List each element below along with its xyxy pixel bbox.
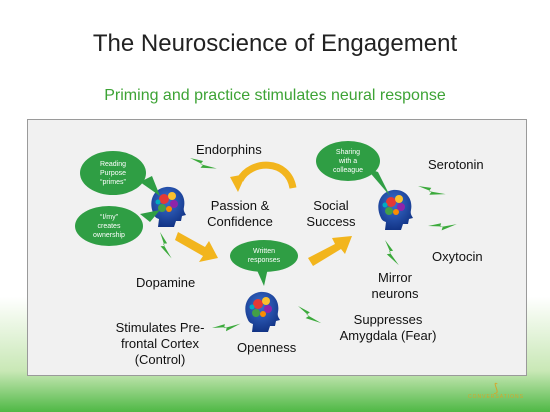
bubble-line: with a xyxy=(338,157,358,165)
logo-mark-icon: ⟆ xyxy=(493,381,499,395)
label-neurons: neurons xyxy=(371,286,419,301)
bolt-serotonin xyxy=(418,175,446,205)
label-confidence: Confidence xyxy=(207,214,273,229)
bolt-amygdala xyxy=(298,300,322,329)
bubble-line: colleague xyxy=(333,166,363,174)
bubble-tail-sharing xyxy=(366,168,390,196)
bubble-line: Written xyxy=(252,248,276,255)
bubble-written-responses: Written responses xyxy=(230,240,298,272)
head-right xyxy=(378,189,413,230)
label-dopamine: Dopamine xyxy=(136,275,196,290)
logo-text: CONVERSATIONS xyxy=(468,394,524,400)
bubble-reading-purpose: Reading Purpose “primes” xyxy=(80,151,146,195)
arrow-center-to-right xyxy=(308,236,352,266)
bubble-tail-reading xyxy=(140,176,160,196)
bubble-sharing-colleague: Sharing with a colleague xyxy=(316,141,380,181)
label-amygdala: Suppresses Amygdala (Fear) xyxy=(330,312,446,344)
label-success: Success xyxy=(306,214,356,229)
bubble-tail-imy xyxy=(140,210,160,222)
bubble-line: ownership xyxy=(93,231,125,239)
bubble-line: Purpose xyxy=(99,169,127,177)
bubble-imy-ownership: “I/my” creates ownership xyxy=(75,206,143,246)
label-passion-confidence: Passion & Confidence xyxy=(200,198,280,230)
bubble-line: Reading xyxy=(99,160,127,168)
label-frontal-cortex: frontal Cortex xyxy=(120,336,200,351)
bolt-dopamine xyxy=(155,232,176,259)
label-amygdala-fear: Amygdala (Fear) xyxy=(339,328,437,343)
curved-arrow-head xyxy=(230,174,246,192)
label-endorphins: Endorphins xyxy=(196,142,262,157)
label-social-success: Social Success xyxy=(300,198,362,230)
bubble-line: creates xyxy=(97,222,121,230)
label-openness: Openness xyxy=(237,340,297,355)
bubble-tail-written xyxy=(256,268,268,286)
curved-arrow xyxy=(236,161,297,189)
brand-logo: ⟆ CONVERSATIONS xyxy=(466,382,526,400)
label-serotonin: Serotonin xyxy=(428,157,484,172)
head-center xyxy=(245,291,280,332)
label-passion: Passion & xyxy=(210,198,270,213)
label-mirror: Mirror xyxy=(378,270,412,285)
label-prefrontal: Stimulates Pre- frontal Cortex (Control) xyxy=(100,320,220,368)
bolt-oxytocin xyxy=(428,212,457,238)
label-stimulates: Stimulates Pre- xyxy=(115,320,205,335)
label-social: Social xyxy=(313,198,349,213)
label-control: (Control) xyxy=(134,352,186,367)
bubble-line: “primes” xyxy=(100,178,126,186)
label-oxytocin: Oxytocin xyxy=(432,249,483,264)
bubble-line: Sharing xyxy=(335,148,361,156)
slide-subtitle: Priming and practice stimulates neural r… xyxy=(104,87,446,104)
bubble-line: responses xyxy=(247,257,281,264)
label-suppresses: Suppresses xyxy=(353,312,423,327)
bolt-mirror xyxy=(382,240,401,266)
arrow-left-to-center xyxy=(175,232,218,262)
bubble-line: “I/my” xyxy=(100,213,118,221)
label-mirror-neurons: Mirror neurons xyxy=(360,270,430,302)
slide-title: The Neuroscience of Engagement xyxy=(92,30,458,57)
